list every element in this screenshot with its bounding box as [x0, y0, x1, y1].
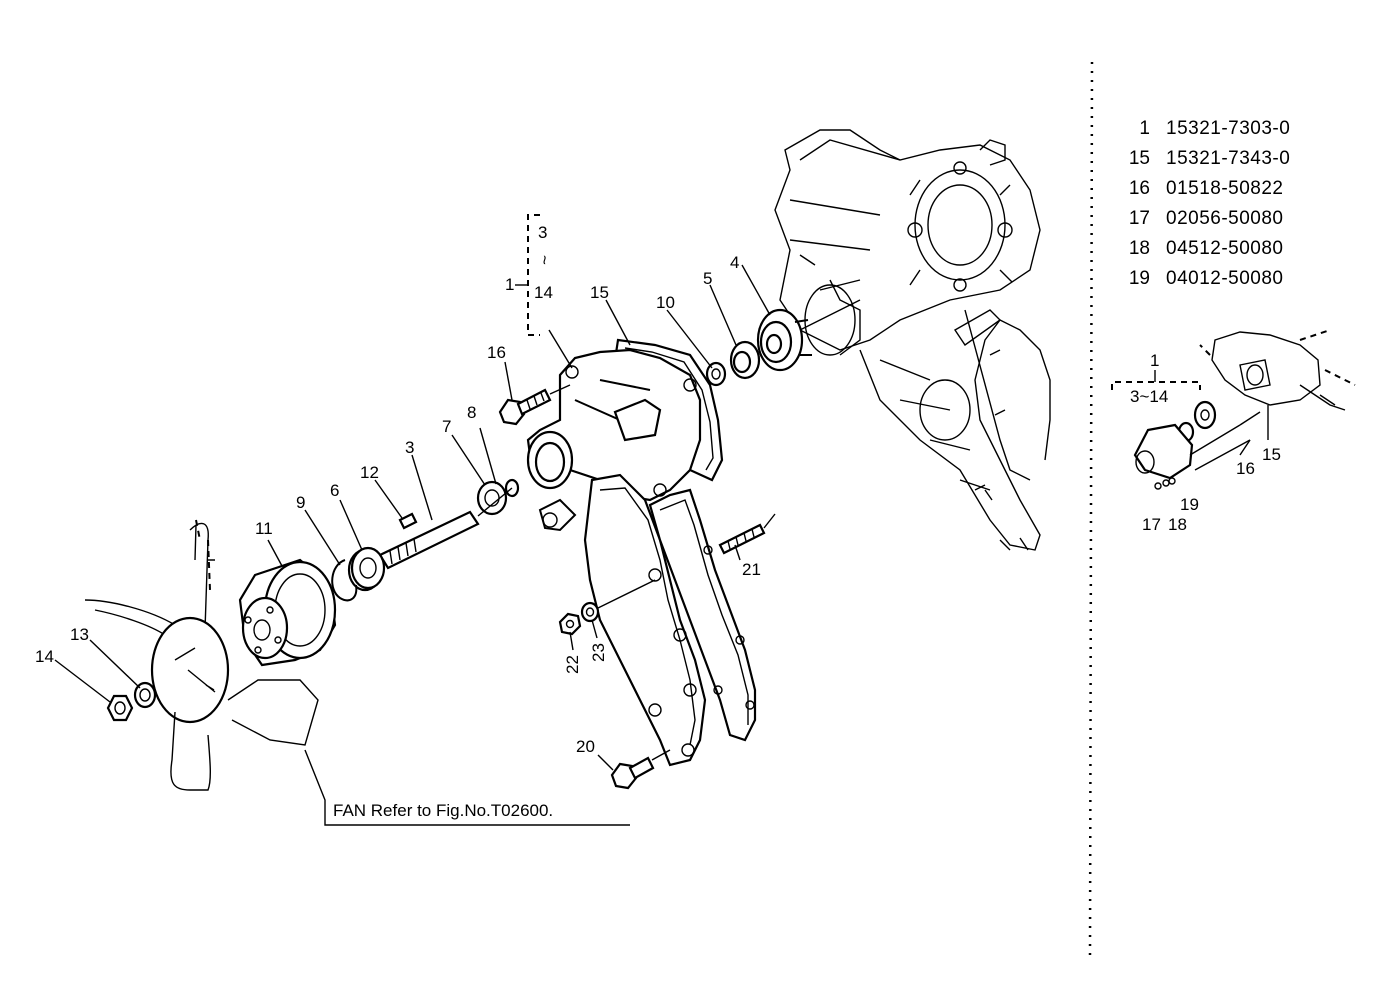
label-11: 11 [255, 519, 273, 538]
inset-assembly: 1 3~14 15 16 17 18 19 [1111, 329, 1356, 534]
leader-lines [54, 214, 771, 826]
label-8: 8 [467, 403, 476, 422]
label-4: 4 [730, 253, 739, 272]
bearing-part-7 [476, 480, 508, 516]
washer-part-10 [705, 361, 727, 387]
parts-table-row: 18 04512-50080 [1120, 234, 1290, 264]
label-3: 3 [405, 438, 414, 457]
inset-label-19: 19 [1180, 495, 1199, 514]
pulley-part-11 [238, 558, 337, 667]
parts-table-ref: 1 [1139, 118, 1150, 139]
parts-table-row: 15 15321-7343-0 [1120, 144, 1290, 174]
label-1: 1 [505, 275, 514, 294]
seal-part-5 [729, 340, 761, 380]
label-23: 23 [589, 643, 608, 662]
washer-part-23 [580, 579, 656, 623]
water-pump-body [526, 348, 702, 532]
parts-table-part-number: 15321-7303-0 [1166, 118, 1291, 139]
stud-part-21 [718, 513, 776, 555]
parts-table-part-number: 15321-7343-0 [1166, 148, 1291, 169]
parts-table-ref: 17 [1128, 208, 1150, 229]
label-10: 10 [656, 293, 675, 312]
label-14: 14 [35, 647, 54, 666]
parts-table-ref: 19 [1128, 268, 1150, 289]
label-3-range-start: 3 [538, 223, 547, 242]
inset-label-16: 16 [1236, 459, 1255, 478]
parts-table-part-number: 01518-50822 [1166, 178, 1284, 199]
parts-table-ref: 15 [1128, 148, 1150, 169]
label-range-tilde: ~ [535, 255, 554, 265]
bolt-part-20 [610, 749, 671, 790]
pump-flange-part-4 [756, 299, 861, 372]
label-13: 13 [70, 625, 89, 644]
label-9: 9 [296, 493, 305, 512]
label-6: 6 [330, 481, 339, 500]
label-21: 21 [742, 560, 761, 579]
engine-block [774, 129, 1051, 551]
bearing-part-6 [347, 546, 386, 592]
key-part-12 [398, 512, 418, 530]
label-14-range-end: 14 [534, 283, 553, 302]
parts-table-part-number: 02056-50080 [1166, 208, 1284, 229]
washer-part-13 [133, 681, 157, 709]
shaft-part-3 [378, 487, 513, 570]
bolt-part-16 [498, 384, 571, 426]
label-5: 5 [703, 269, 712, 288]
label-22: 22 [563, 655, 582, 674]
inset-label-3-14: 3~14 [1130, 387, 1168, 406]
label-7: 7 [442, 417, 451, 436]
parts-table-ref: 18 [1128, 238, 1150, 259]
label-12: 12 [360, 463, 379, 482]
inset-label-15: 15 [1262, 445, 1281, 464]
label-15: 15 [590, 283, 609, 302]
parts-table-row: 16 01518-50822 [1120, 174, 1290, 204]
parts-table-part-number: 04012-50080 [1166, 268, 1284, 289]
fan-reference-note: FAN Refer to Fig.No.T02600. [333, 801, 553, 820]
fan [84, 519, 319, 791]
parts-table-part-number: 04512-50080 [1166, 238, 1284, 259]
parts-table-row: 1 15321-7303-0 [1120, 114, 1290, 144]
parts-table-row: 17 02056-50080 [1120, 204, 1290, 234]
inset-label-1: 1 [1150, 351, 1159, 370]
inset-label-17: 17 [1142, 515, 1161, 534]
label-20: 20 [576, 737, 595, 756]
parts-number-table: 1 15321-7303-0 15 15321-7343-0 16 01518-50822… [1120, 114, 1290, 294]
snap-ring-part-9 [331, 559, 358, 602]
cover-gasket [648, 488, 757, 742]
parts-table-ref: 16 [1128, 178, 1150, 199]
label-16: 16 [487, 343, 506, 362]
part-labels: 1 3 ~ 14 15 10 5 4 16 8 7 3 12 6 9 11 13… [35, 223, 761, 820]
separator-line [1088, 61, 1094, 956]
nut-part-22 [558, 612, 582, 636]
inset-label-18: 18 [1168, 515, 1187, 534]
parts-table-row: 19 04012-50080 [1120, 264, 1290, 294]
nut-part-14 [106, 694, 134, 722]
